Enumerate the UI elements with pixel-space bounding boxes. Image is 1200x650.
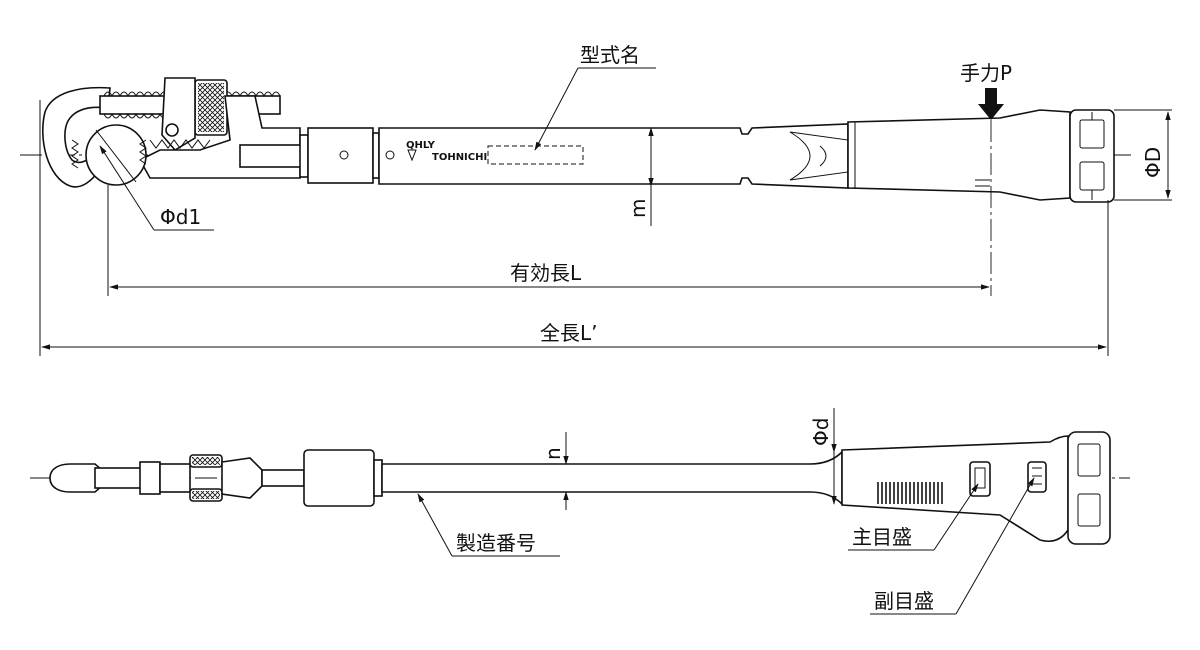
overall-length-label: 全長L’	[540, 321, 598, 345]
serial-number-label: 製造番号	[456, 531, 536, 555]
model-name-label: 型式名	[580, 43, 640, 67]
effective-length-label: 有効長L	[510, 261, 582, 285]
hand-force-arrow-icon	[978, 88, 1004, 120]
main-tube: QHLY TOHNICHI	[378, 123, 849, 189]
pipe-wrench-head	[42, 77, 301, 188]
main-scale-label: 主目盛	[852, 525, 912, 549]
jaw-dia-label: Φd1	[160, 205, 201, 229]
side-tube	[381, 450, 843, 506]
m-dim-label: m	[626, 199, 650, 218]
model-name-area	[487, 145, 584, 165]
outer-dia-label: ΦD	[1141, 147, 1165, 178]
brand-text: TOHNICHI	[432, 152, 487, 163]
hand-force-label: 手力P	[960, 61, 1012, 85]
side-view: Φd n 製造番号 主目盛 副目盛	[30, 408, 1130, 615]
grip-dia-label: Φd	[809, 418, 833, 446]
shank-adaptor	[239, 127, 380, 184]
pipe-circle	[85, 124, 147, 186]
logo-text: QHLY	[406, 140, 436, 151]
top-view: QHLY TOHNICHI 手力P 型	[20, 43, 1172, 356]
side-end-cap	[1067, 431, 1111, 545]
grip-handle	[847, 109, 1071, 201]
n-dim-label: n	[541, 447, 565, 460]
side-head	[49, 454, 305, 502]
end-cap	[1069, 109, 1115, 203]
sub-scale-label: 副目盛	[874, 589, 934, 613]
side-grip	[841, 435, 1069, 543]
